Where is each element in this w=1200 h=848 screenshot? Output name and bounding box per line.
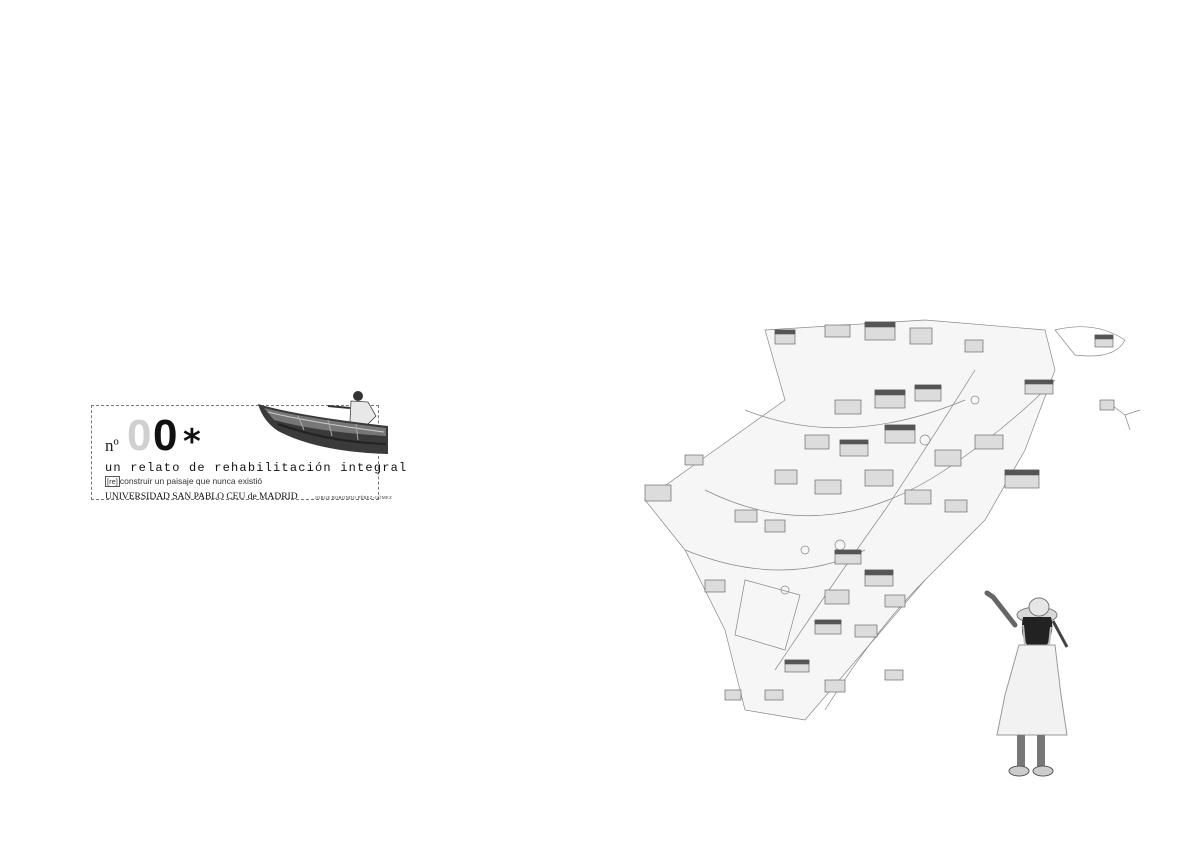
issue-number-prefix: nº <box>105 436 119 455</box>
child-pointing-figure <box>984 590 1069 777</box>
boat-photo <box>258 391 388 454</box>
tagline-text: construir un paisaje que nunca existió <box>119 476 263 486</box>
asterisk-icon: * <box>183 422 201 462</box>
axonometric-town-model <box>644 319 1141 721</box>
tagline-bracket: [re] <box>105 476 120 487</box>
issue-number-digit-light: 0 <box>127 411 152 460</box>
subtitle: un relato de rehabilitación integral <box>105 461 408 475</box>
author-name: . JORGE BORONDO PÉREZ-GÓMEZ <box>312 495 393 500</box>
university-name: UNIVERSIDAD SAN PABLO CEU de MADRID <box>105 492 298 502</box>
tagline: [re]construir un paisaje que nunca exist… <box>105 476 263 487</box>
credits-row: UNIVERSIDAD SAN PABLO CEU de MADRID . JO… <box>105 486 392 504</box>
issue-number-digit-dark: 0 <box>153 411 178 460</box>
